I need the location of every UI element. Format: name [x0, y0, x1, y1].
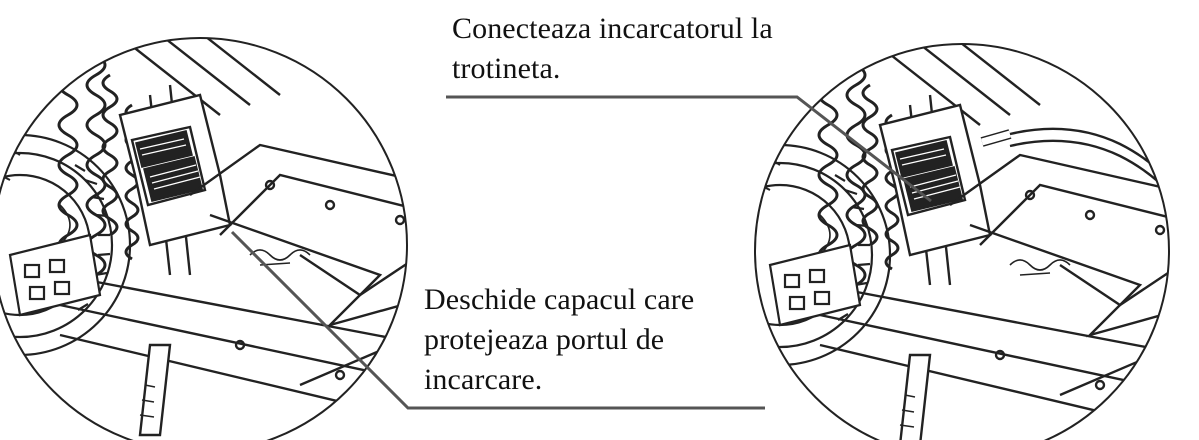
- leader-open-cover: [230, 230, 765, 410]
- caption-connect-line2: trotineta.: [452, 52, 561, 85]
- caption-open-cover: Deschide capacul care protejeaza portul …: [424, 280, 694, 400]
- caption-connect-charger: Conecteaza incarcatorul la trotineta.: [452, 9, 773, 89]
- leader-lines: [230, 95, 932, 410]
- caption-open-cover-line1: Deschide capacul care: [424, 283, 695, 316]
- caption-open-cover-line3: incarcare.: [424, 363, 543, 396]
- caption-connect-line1: Conecteaza incarcatorul la: [452, 12, 773, 45]
- caption-open-cover-line2: protejeaza portul de: [424, 323, 665, 356]
- leader-connect: [446, 95, 932, 203]
- left-detail-circle: [0, 37, 408, 440]
